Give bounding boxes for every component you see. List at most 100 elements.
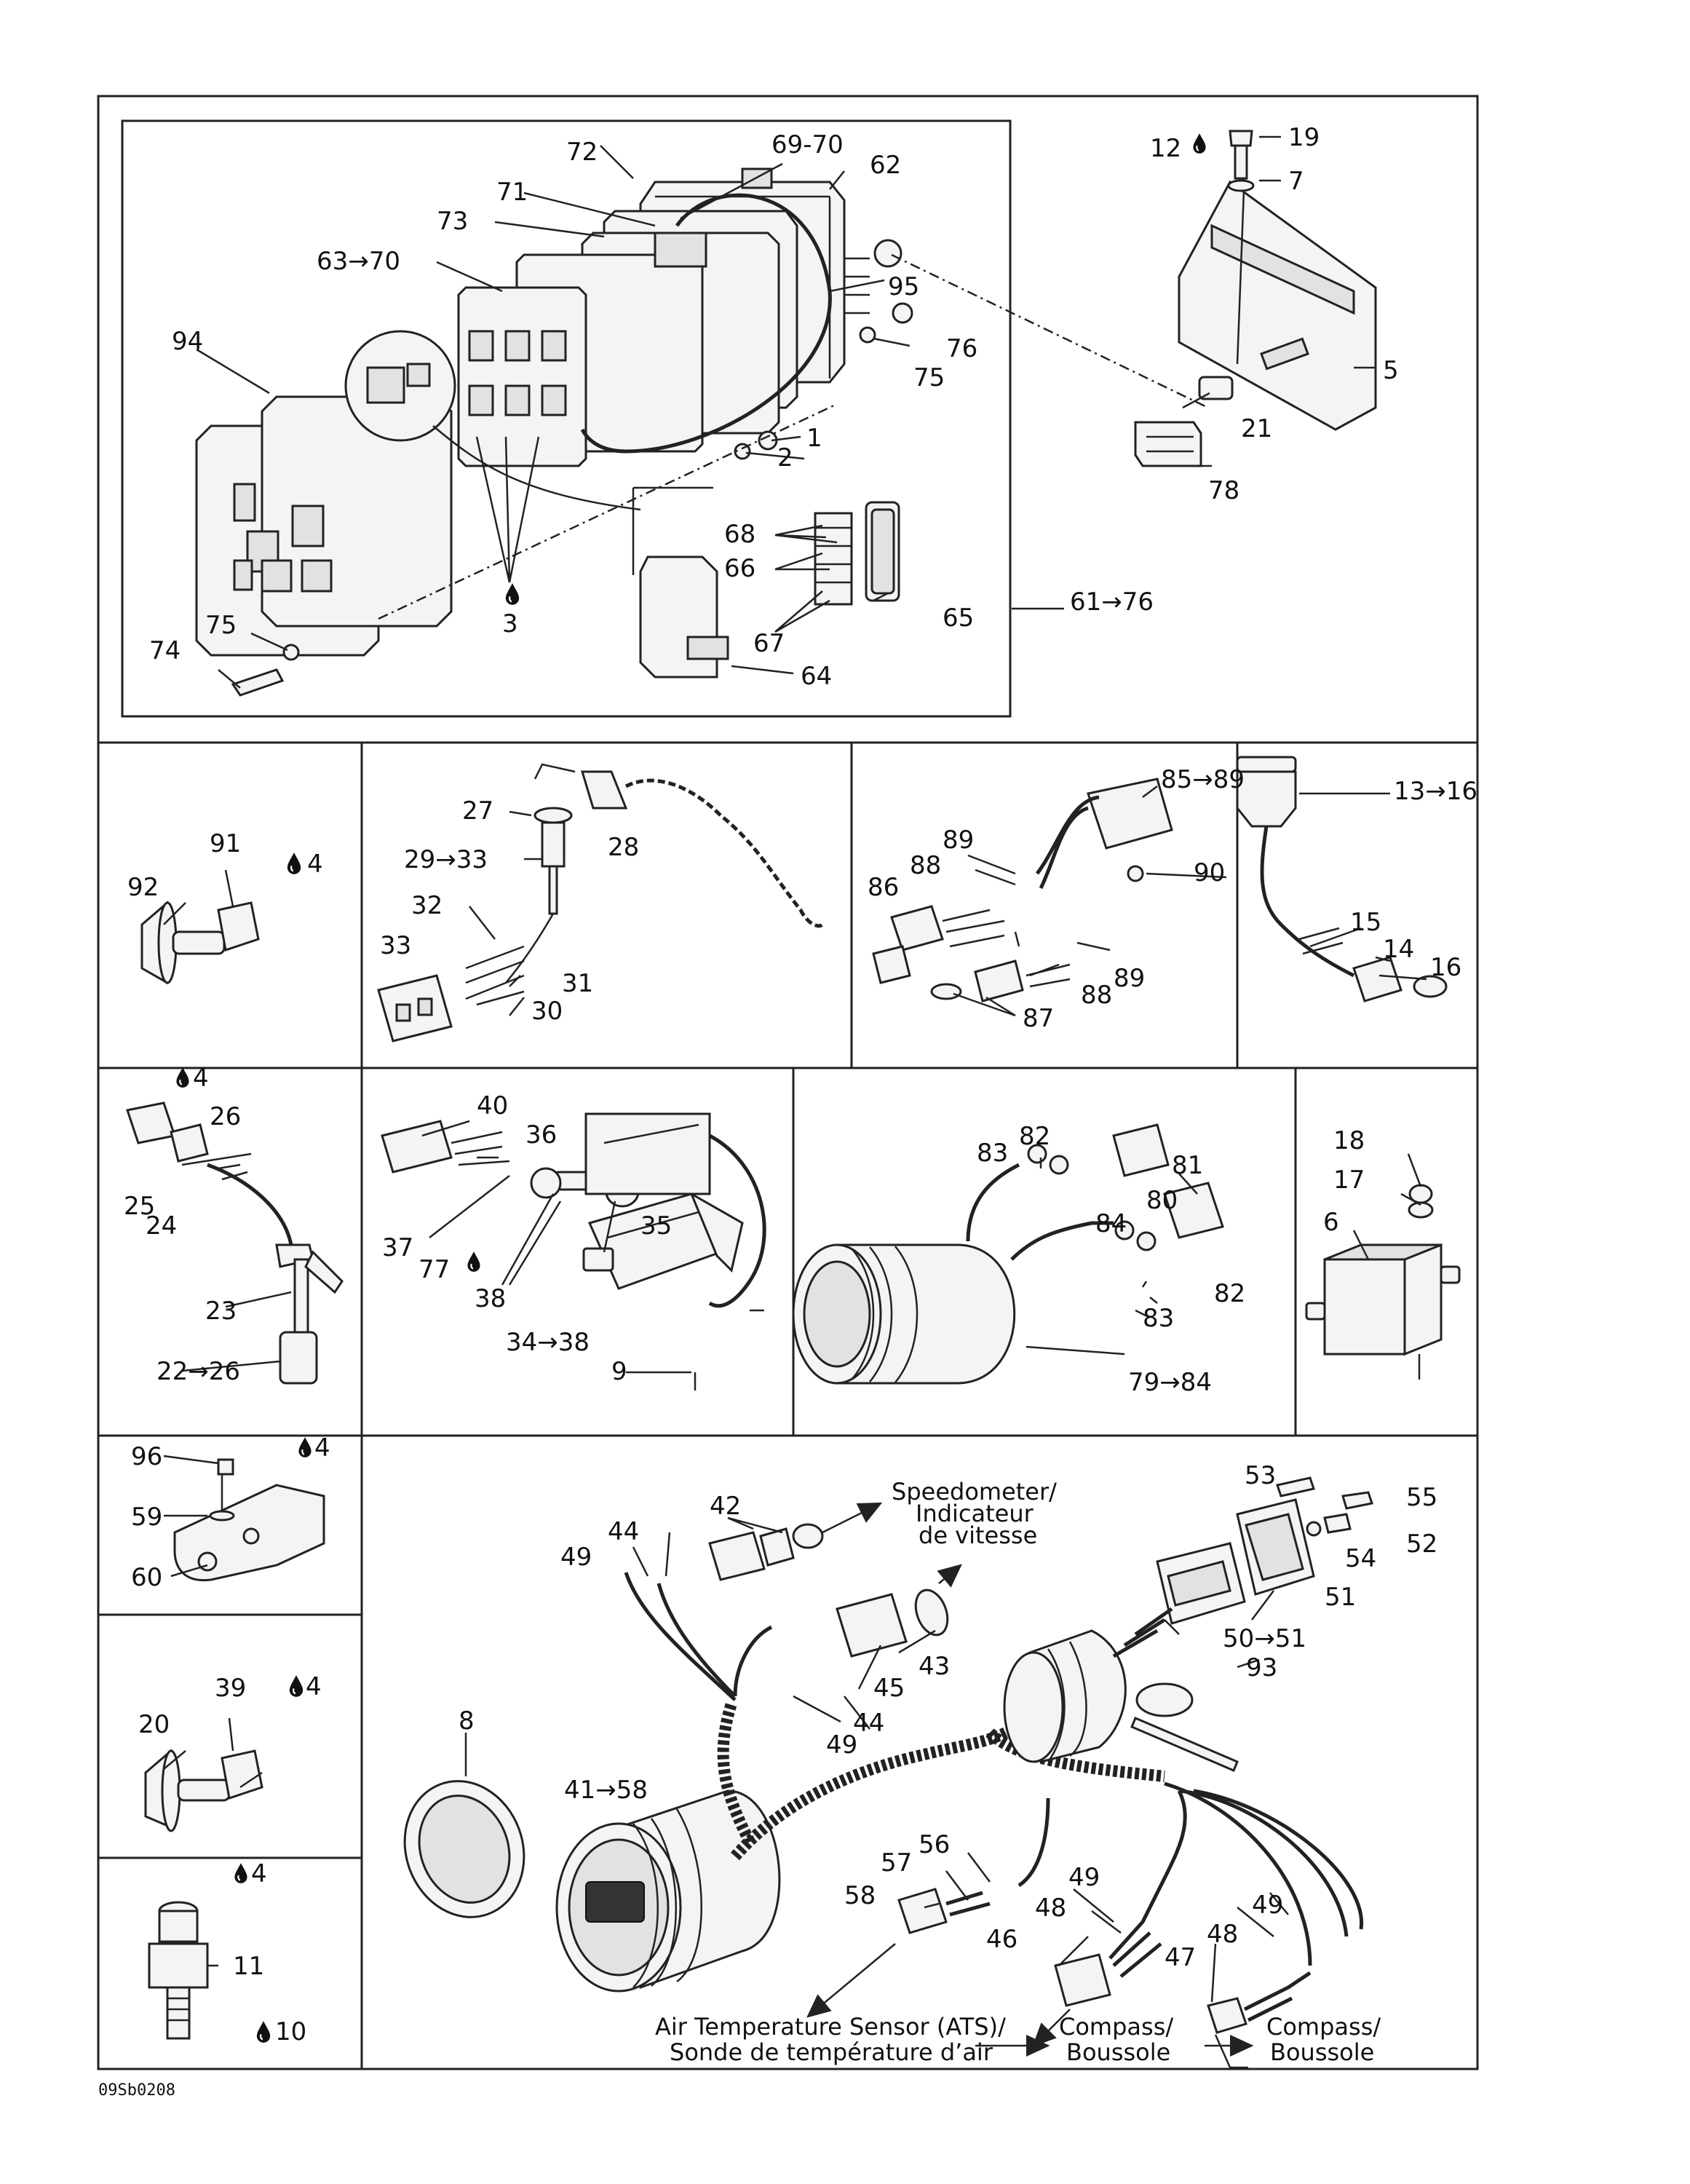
callout-9: 9 bbox=[611, 1357, 627, 1386]
callout-86: 86 bbox=[868, 873, 899, 902]
speedometer-caption-fr-2: de vitesse bbox=[919, 1522, 1037, 1549]
callout-54: 54 bbox=[1345, 1544, 1376, 1573]
callout-94: 94 bbox=[172, 327, 203, 356]
callout-12: 12 bbox=[1150, 134, 1181, 163]
callout-31: 31 bbox=[562, 969, 593, 998]
callout-13-16: 13→16 bbox=[1394, 777, 1477, 806]
callout-32: 32 bbox=[411, 891, 443, 920]
callout-57: 57 bbox=[881, 1848, 912, 1878]
callout-96: 96 bbox=[131, 1442, 162, 1471]
callout-88-bottom: 88 bbox=[1081, 981, 1112, 1010]
callout-48-left: 48 bbox=[1035, 1894, 1066, 1923]
callout-55: 55 bbox=[1406, 1483, 1437, 1512]
mount-60 bbox=[173, 1458, 325, 1582]
callout-21: 21 bbox=[1241, 414, 1272, 443]
callout-89-top: 89 bbox=[943, 826, 974, 855]
callout-20: 20 bbox=[138, 1710, 170, 1739]
callout-4-row4a: 4 bbox=[314, 1433, 330, 1463]
callout-51: 51 bbox=[1325, 1583, 1356, 1612]
callout-43: 43 bbox=[919, 1652, 950, 1681]
callout-8: 8 bbox=[459, 1706, 475, 1736]
figure-code: 09Sb0208 bbox=[98, 2081, 175, 2100]
callout-10: 10 bbox=[275, 2017, 306, 2046]
lanyard-switch-27-33 bbox=[377, 763, 824, 1042]
callout-88-top: 88 bbox=[910, 851, 941, 880]
callout-37: 37 bbox=[382, 1233, 413, 1262]
callout-labels: 69-70 72 62 71 73 63→70 94 95 76 75 1 2 … bbox=[124, 123, 1477, 2046]
callout-16: 16 bbox=[1430, 953, 1461, 982]
callout-7: 7 bbox=[1288, 167, 1304, 196]
leader-lines bbox=[163, 135, 1427, 2003]
liquid-drop-icon bbox=[504, 582, 520, 606]
callout-4-row4b: 4 bbox=[306, 1672, 322, 1701]
liquid-drop-icon bbox=[286, 852, 302, 875]
callout-84: 84 bbox=[1095, 1209, 1127, 1238]
callout-34-38: 34→38 bbox=[506, 1328, 590, 1357]
callout-30: 30 bbox=[531, 997, 563, 1026]
callout-68: 68 bbox=[724, 520, 755, 549]
regulator-85-89 bbox=[872, 778, 1173, 1002]
callout-4-row2: 4 bbox=[307, 850, 323, 879]
sensor-20-39 bbox=[144, 1717, 263, 1832]
callout-72: 72 bbox=[566, 138, 598, 167]
callout-47: 47 bbox=[1165, 1943, 1196, 1972]
callout-18: 18 bbox=[1333, 1126, 1365, 1155]
callout-6: 6 bbox=[1323, 1208, 1339, 1237]
callout-77: 77 bbox=[418, 1255, 450, 1284]
callout-65: 65 bbox=[943, 604, 974, 633]
callout-62: 62 bbox=[870, 151, 901, 180]
callout-14: 14 bbox=[1383, 935, 1414, 964]
callout-69-70: 69-70 bbox=[771, 130, 844, 159]
callout-90: 90 bbox=[1194, 858, 1225, 887]
compass-caption-1-en: Compass/ bbox=[1059, 2013, 1173, 2041]
callout-26: 26 bbox=[210, 1102, 241, 1131]
callout-61-76: 61→76 bbox=[1070, 587, 1154, 617]
sensor-91-92 bbox=[140, 869, 260, 985]
ats-caption-en: Air Temperature Sensor (ATS)/ bbox=[655, 2013, 1006, 2041]
liquid-drop-icon bbox=[1192, 132, 1207, 154]
speedometer-caption-en: Speedometer/ bbox=[892, 1478, 1057, 1506]
solenoid-6 bbox=[1305, 1184, 1461, 1380]
callout-80: 80 bbox=[1146, 1186, 1178, 1215]
callout-81: 81 bbox=[1172, 1151, 1203, 1180]
callout-76: 76 bbox=[946, 334, 977, 363]
fitting-11 bbox=[148, 1901, 209, 2040]
liquid-drop-icon bbox=[234, 1862, 248, 1884]
callout-24: 24 bbox=[146, 1211, 177, 1241]
callout-66: 66 bbox=[724, 554, 755, 583]
compass-caption-2-fr: Boussole bbox=[1270, 2038, 1374, 2066]
callout-92: 92 bbox=[127, 873, 159, 902]
callout-74: 74 bbox=[149, 636, 180, 665]
callout-82-top: 82 bbox=[1019, 1122, 1050, 1151]
diagram-frame bbox=[97, 95, 1479, 2070]
callout-35: 35 bbox=[640, 1211, 672, 1241]
callout-91: 91 bbox=[210, 829, 241, 858]
mounting-bracket bbox=[1134, 130, 1377, 467]
callout-1: 1 bbox=[806, 424, 822, 453]
callout-41-58: 41→58 bbox=[564, 1776, 648, 1805]
callout-46: 46 bbox=[986, 1925, 1017, 1954]
pressure-sender-13-16 bbox=[1236, 756, 1448, 1002]
callout-28: 28 bbox=[608, 833, 639, 862]
callout-49-top-left: 49 bbox=[560, 1543, 592, 1572]
callout-85-89: 85→89 bbox=[1161, 765, 1245, 794]
callout-27: 27 bbox=[462, 796, 493, 826]
callout-79-84: 79→84 bbox=[1128, 1368, 1212, 1397]
compass-caption-2-en: Compass/ bbox=[1266, 2013, 1381, 2041]
compass-caption-1-fr: Boussole bbox=[1066, 2038, 1170, 2066]
callout-17: 17 bbox=[1333, 1166, 1365, 1195]
callout-44-bottom: 44 bbox=[853, 1709, 884, 1738]
callout-42: 42 bbox=[710, 1492, 741, 1521]
callout-89-bottom: 89 bbox=[1114, 964, 1145, 993]
callout-39: 39 bbox=[215, 1674, 246, 1703]
liquid-drop-icon bbox=[288, 1674, 304, 1698]
callout-11: 11 bbox=[233, 1952, 264, 1981]
liquid-drop-icon bbox=[175, 1067, 190, 1088]
callout-78: 78 bbox=[1208, 476, 1239, 505]
callout-15: 15 bbox=[1350, 908, 1381, 937]
callout-49-middle: 49 bbox=[826, 1730, 857, 1760]
fuel-gauge-79-84 bbox=[792, 1123, 1224, 1385]
callout-64: 64 bbox=[801, 662, 832, 691]
callout-48-right: 48 bbox=[1207, 1920, 1238, 1949]
